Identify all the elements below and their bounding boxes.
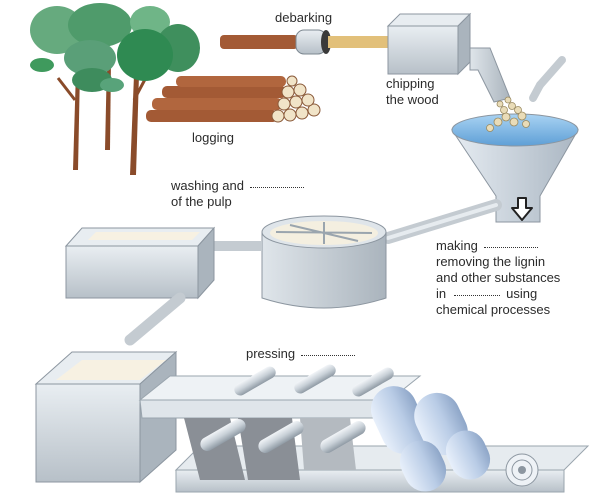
blank-in: [454, 295, 501, 296]
tree-trunk: [130, 75, 139, 175]
wood-chips: [486, 96, 530, 132]
label-using: using: [506, 286, 538, 301]
blank-making: [483, 247, 538, 248]
press-rollers: [200, 364, 394, 453]
blank-washing: [250, 187, 304, 188]
pulp-headbox: [34, 350, 178, 484]
label-chipping-line1: chipping: [386, 76, 435, 91]
down-arrow-icon: [511, 197, 533, 221]
label-chipping-line2: the wood: [386, 92, 439, 107]
label-making: making removing the lignin and other sub…: [436, 238, 560, 318]
label-debarking: debarking: [275, 10, 333, 25]
drying-cylinders: [370, 386, 491, 492]
label-washing: washing and of the pulp: [171, 178, 304, 210]
pressing-machine: [138, 364, 590, 493]
label-chipping: chipping the wood: [386, 76, 439, 108]
pulp-holding-tank: [64, 226, 216, 300]
debarking-log-illustration: [220, 29, 390, 55]
label-making-line1: making: [436, 238, 478, 253]
label-logging: logging: [192, 130, 234, 145]
chemical-digester-tank: [451, 96, 579, 223]
label-washing-line2: of the pulp: [171, 194, 232, 209]
paper-reel: [505, 453, 539, 487]
label-in: in: [436, 286, 447, 301]
label-other-substances: and other substances: [436, 270, 561, 285]
chipper-machine: [386, 12, 566, 103]
logs-pile-illustration: [146, 75, 321, 123]
label-pressing-text: pressing: [246, 346, 296, 361]
trees-illustration: [30, 3, 200, 175]
label-washing-line1: washing and: [171, 178, 244, 193]
label-chemical-processes: chemical processes: [436, 302, 551, 317]
label-removing: removing the lignin: [436, 254, 546, 269]
blank-pressing: [301, 355, 356, 356]
washing-drum: [261, 215, 387, 309]
tree-trunk: [73, 70, 80, 170]
label-pressing: pressing: [246, 346, 356, 362]
